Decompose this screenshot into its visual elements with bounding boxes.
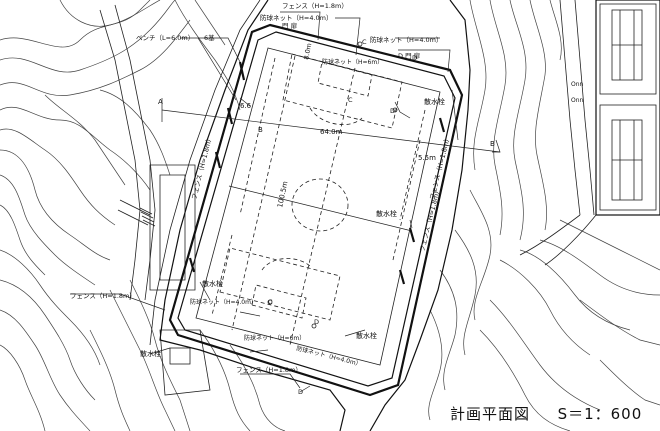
label-dim-64-0: 64.0m — [320, 128, 343, 136]
tennis-court-complex: Onn Onn — [519, 0, 660, 266]
contour-lines-left — [0, 0, 286, 431]
dim-label-right: Onn — [571, 81, 584, 88]
label-fence-top: フェンス（H=1.8m） — [282, 2, 348, 10]
label-hydrant-5: 散水栓 — [140, 349, 161, 358]
label-d-bottom-2: D — [298, 388, 303, 396]
label-fence-left: フェンス（H=1.8m） — [190, 135, 214, 201]
label-net-bottom: 防球ネット（H=4.0m） — [190, 298, 257, 306]
label-c-bottom: C — [268, 298, 273, 306]
label-net-top: 防球ネット（H=4.0m） — [260, 13, 333, 22]
label-hydrant-2: 散水栓 — [376, 209, 397, 218]
pitch-markings — [195, 47, 441, 366]
label-d-top-2: D — [412, 54, 417, 62]
label-d-top: D — [390, 107, 395, 115]
label-dim-5-5: 5.5m — [418, 154, 436, 162]
leader-lines — [70, 11, 459, 393]
drawing-title: 計画平面図 S＝1：600 — [450, 403, 642, 424]
label-c-top-2: C — [348, 96, 353, 104]
benches — [188, 61, 446, 285]
left-access-road — [99, 4, 211, 396]
label-d-bottom: D — [314, 318, 319, 326]
label-b-left: B — [258, 126, 263, 134]
label-bench-count: 6基 — [204, 33, 215, 42]
label-hydrant-1: 散水栓 — [424, 97, 445, 106]
label-gate-top: 門 扉 — [282, 21, 298, 30]
annotation-labels: フェンス（H=1.8m） 防球ネット（H=4.0m） 門 扉 防球ネット（H=4… — [70, 2, 452, 396]
label-bench: ベンチ（L=6.0m） — [136, 34, 194, 42]
label-fence-bottom: フェンス（H=1.8m） — [236, 366, 302, 374]
label-dim-8-0: 8.0m — [302, 42, 313, 60]
label-dim-100-5: 100.5m — [276, 180, 289, 208]
stairs — [139, 207, 156, 227]
section-line-b: B B A — [158, 98, 501, 153]
label-gate-top-2: D 門 扉 — [398, 51, 421, 60]
markers — [267, 41, 398, 329]
label-hydrant-4: 散水栓 — [356, 331, 377, 340]
plan-title: 計画平面図 — [450, 405, 531, 423]
label-net-bottom-2: 防球ネット（H=4.0m） — [296, 344, 363, 368]
label-net-goal-bottom: 防球ネット（H=6m） — [244, 334, 305, 342]
label-fence-sw: フェンス（H=1.8m） — [70, 292, 136, 300]
label-a-left: A — [158, 98, 163, 106]
contour-lines-right — [428, 0, 660, 431]
label-c-top: C — [362, 38, 367, 46]
label-dim-6-6: 6.6 — [240, 102, 252, 110]
field-fence — [168, 23, 464, 397]
site-embankment — [149, 0, 471, 431]
label-net-goal-top: 防球ネット（H=6m） — [322, 58, 383, 66]
label-b-right: B — [490, 140, 495, 148]
label-hydrant-3: 散水栓 — [202, 279, 223, 288]
plan-scale: S＝1：600 — [557, 405, 643, 423]
label-net-top-2: 防球ネット（H=4.0m） — [370, 35, 443, 44]
dim-label-right-2: Onn — [571, 97, 584, 104]
